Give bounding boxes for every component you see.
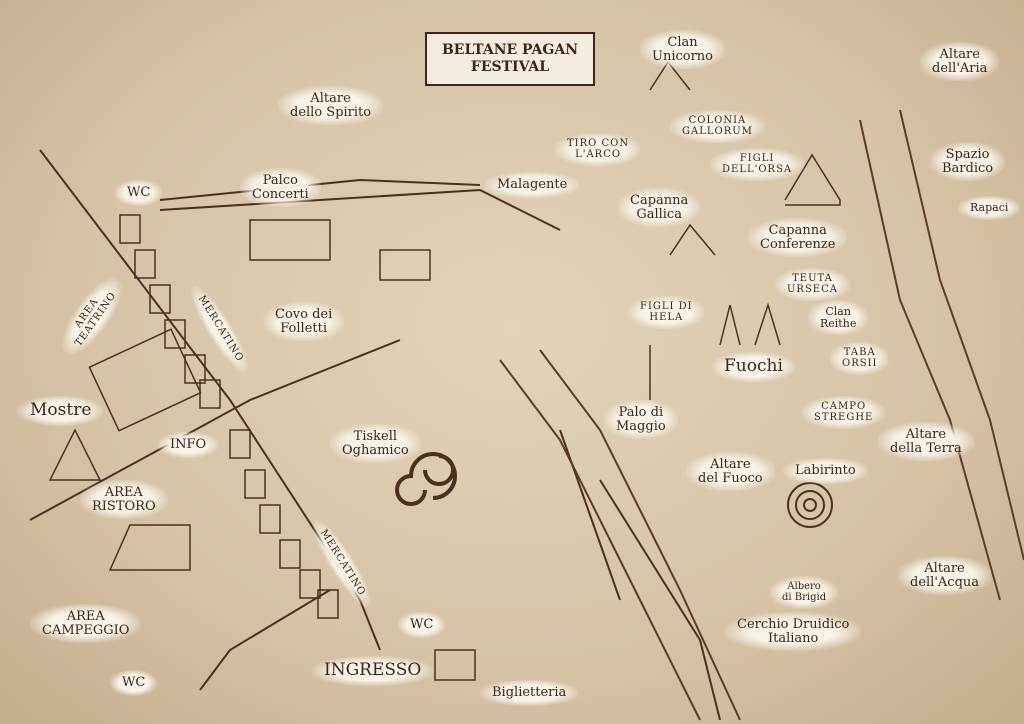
label-text: Unicorno <box>652 48 714 64</box>
label-text: Italiano <box>768 630 819 646</box>
label-text: Clan <box>667 35 698 50</box>
label-rapaci[interactable]: Rapaci <box>958 196 1021 220</box>
label-text: Clan <box>825 305 851 318</box>
label-text: Palo di <box>618 405 664 420</box>
label-fuochi[interactable]: Fuochi <box>712 352 795 382</box>
label-text: TEUTA <box>792 273 833 284</box>
river <box>499 109 1024 721</box>
title-line-2: FESTIVAL <box>470 58 550 75</box>
label-text: dell'Acqua <box>910 574 980 590</box>
label-text: URSECA <box>787 283 838 295</box>
label-text: Capanna <box>768 223 827 238</box>
labyrinth-symbol <box>787 482 833 528</box>
market-stalls <box>88 214 339 619</box>
label-text: COLONIA <box>688 115 747 126</box>
label-text: Cerchio Druidico <box>737 617 850 632</box>
label-text: GALLORUM <box>682 125 753 137</box>
label-text: Conferenze <box>760 236 836 252</box>
label-text: Gallica <box>636 206 682 222</box>
label-malagente[interactable]: Malagente <box>485 172 580 198</box>
label-text: Tiskell <box>353 429 398 444</box>
label-text: Capanna <box>630 193 689 208</box>
label-wc-top[interactable]: WC <box>115 180 163 206</box>
label-wc-bottom-left[interactable]: WC <box>110 670 158 696</box>
label-text: Altare <box>710 457 751 472</box>
label-text: RISTORO <box>92 498 156 514</box>
label-biglietteria[interactable]: Biglietteria <box>480 680 579 706</box>
label-text: Altare <box>905 427 947 442</box>
label-text: STREGHE <box>814 411 874 423</box>
label-ingresso[interactable]: INGRESSO <box>312 656 434 686</box>
label-text: del Fuoco <box>698 470 763 486</box>
label-info[interactable]: INFO <box>158 432 219 458</box>
label-wc-ingresso[interactable]: WC <box>398 612 446 638</box>
label-text: FIGLI <box>739 153 775 164</box>
label-text: HELA <box>649 311 684 323</box>
label-text: Maggio <box>616 418 666 434</box>
label-text: Concerti <box>252 186 309 202</box>
label-text: dell'Aria <box>932 60 988 76</box>
label-text: TABA <box>843 347 876 358</box>
label-text: ORSII <box>842 357 878 369</box>
label-text: Albero <box>787 581 821 592</box>
label-text: Folletti <box>280 320 327 336</box>
label-text: TIRO CON <box>567 138 630 149</box>
label-text: Spazio <box>945 147 990 162</box>
label-labirinto[interactable]: Labirinto <box>783 458 868 484</box>
label-text: AREA <box>104 485 143 500</box>
label-mostre[interactable]: Mostre <box>18 396 104 426</box>
label-text: FIGLI DI <box>640 301 693 312</box>
label-text: Altare <box>939 47 980 62</box>
label-text: Altare <box>310 91 351 106</box>
label-text: Reithe <box>820 316 857 330</box>
label-text: Oghamico <box>342 442 409 458</box>
festival-title-banner: BELTANE PAGAN FESTIVAL <box>425 32 595 86</box>
label-text: DELL'ORSA <box>722 163 793 175</box>
label-text: della Terra <box>890 440 962 456</box>
triskell-symbol <box>395 452 457 506</box>
label-text: di Brigid <box>782 591 827 603</box>
label-text: L'ARCO <box>575 148 622 160</box>
label-text: CAMPEGGIO <box>42 622 130 638</box>
label-text: Covo dei <box>275 307 333 322</box>
label-text: Bardico <box>942 160 994 176</box>
label-text: CAMPO <box>821 401 867 412</box>
label-text: Altare <box>924 561 965 576</box>
title-line-1: BELTANE PAGAN <box>441 42 579 58</box>
label-text: AREA <box>66 609 105 624</box>
label-text: Palco <box>262 173 298 188</box>
label-text: dello Spirito <box>290 104 372 120</box>
